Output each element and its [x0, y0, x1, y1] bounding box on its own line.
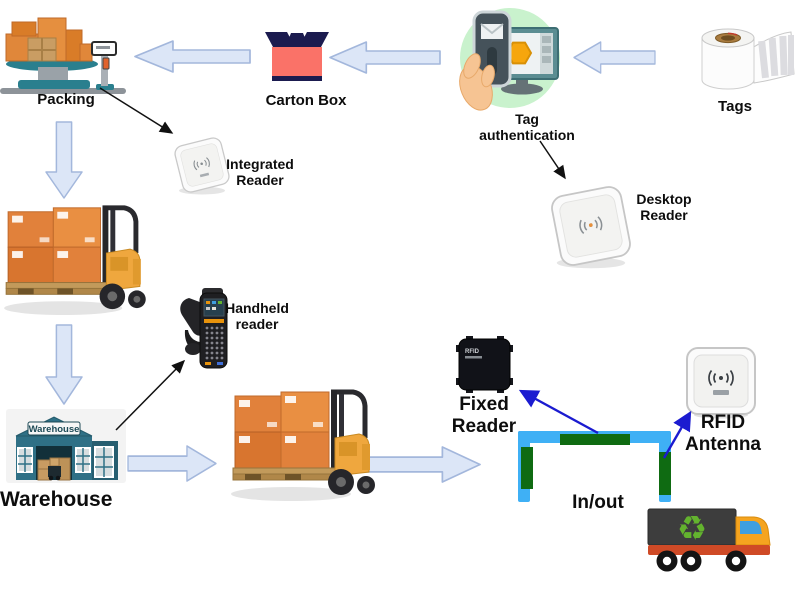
tag-authentication-graphic: [459, 8, 560, 111]
desktop-reader-label: Desktop Reader: [636, 191, 692, 223]
packing-station-graphic: [0, 17, 126, 94]
arrow-tags-to-auth: [573, 41, 656, 74]
edge-auth-to-desktop-reader: [539, 140, 566, 180]
arrow-packing-to-forklift: [45, 121, 83, 199]
pallet-boxes-icon: [5, 207, 107, 295]
carton-box-icon: [265, 32, 329, 81]
desktop-reader-icon: [551, 186, 631, 269]
gate-antenna-left: [521, 447, 533, 489]
gate-antenna-top: [560, 434, 630, 445]
tags-label: Tags: [718, 98, 752, 115]
packing-label: Packing: [37, 91, 95, 108]
arrow-carton-to-packing: [134, 40, 251, 73]
arrow-forklift-to-gate: [365, 446, 481, 483]
loaded-forklift-icon: [4, 205, 146, 315]
carton-box-label: Carton Box: [265, 92, 347, 109]
handheld-reader-label: Handheld reader: [225, 300, 289, 332]
fixed-reader-device-text: RFID: [465, 349, 480, 355]
recycle-truck-icon: ♻: [647, 508, 771, 572]
inout-label: In/out: [572, 492, 624, 513]
warehouse-building-icon: Warehouse: [6, 409, 126, 483]
integrated-reader-icon: [174, 137, 230, 195]
scale-display-icon: [91, 41, 117, 90]
packing-boxes-icon: [5, 17, 93, 62]
rfid-antenna-label: RFID Antenna: [685, 412, 761, 455]
fixed-reader-icon: RFID: [456, 336, 513, 393]
fixed-reader-label: Fixed Reader: [451, 394, 517, 437]
recycle-icon: ♻: [677, 509, 707, 549]
arrow-forklift-to-warehouse: [45, 324, 83, 405]
warehouse-sign: Warehouse: [29, 424, 80, 435]
forklift-body-icon: [99, 248, 146, 310]
arrow-auth-to-carton: [329, 41, 441, 74]
hand-icon: [459, 53, 495, 111]
arrow-warehouse-to-forklift: [127, 445, 217, 482]
handheld-reader-icon: [180, 288, 228, 369]
outbound-forklift-icon: [231, 389, 375, 501]
edge-gate-to-fixed-reader: [518, 389, 599, 435]
handheld-phone-icon: [472, 10, 512, 88]
rfid-antenna-icon: [686, 347, 756, 419]
tags-roll-icon: [701, 28, 795, 90]
mini-forklift-icon: [48, 457, 61, 481]
integrated-reader-label: Integrated Reader: [226, 156, 294, 188]
pallet-boxes-icon: [232, 391, 336, 481]
warehouse-label: Warehouse: [0, 488, 113, 511]
gate-antenna-right: [659, 452, 671, 495]
forklift-body-icon: [328, 433, 375, 495]
keypad-icon: [205, 326, 224, 360]
tag-authentication-label: Tag authentication: [479, 111, 575, 143]
